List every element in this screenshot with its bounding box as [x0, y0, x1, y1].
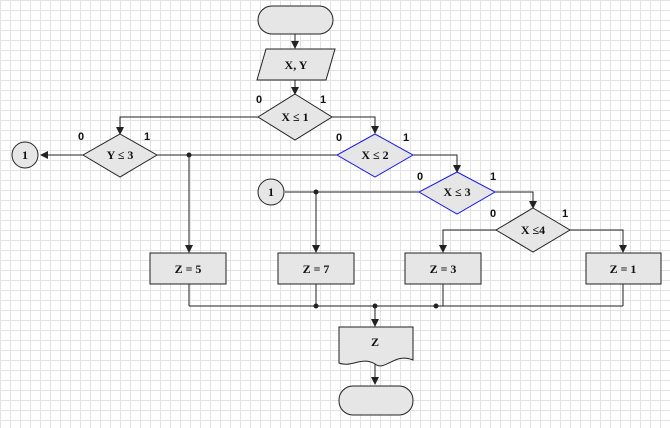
junction-dot [313, 303, 319, 309]
line-c4-yes [495, 191, 537, 209]
junction-dot [433, 303, 439, 309]
condition-x-le-4[interactable]: X ≤4 [495, 207, 571, 253]
process-z-1[interactable]: Z = 1 [585, 252, 662, 285]
process-z-5[interactable]: Z = 5 [149, 252, 227, 285]
end-terminator[interactable] [338, 385, 414, 416]
condition-label: X ≤4 [521, 223, 545, 237]
condition-x-le-1[interactable]: X ≤ 1 [257, 93, 333, 141]
condition-x-le-3[interactable]: X ≤ 3 [417, 171, 497, 215]
output-document[interactable]: Z [338, 326, 414, 367]
start-terminator[interactable] [257, 5, 334, 35]
process-label: Z = 3 [430, 262, 457, 276]
branch-label-no: 0 [490, 208, 496, 220]
branch-label-no: 0 [417, 171, 423, 183]
branch-label-no: 0 [256, 94, 262, 106]
junction-dot [372, 303, 378, 309]
input-label: X, Y [285, 58, 308, 72]
output-label: Z [371, 335, 379, 349]
process-label: Z = 5 [175, 262, 202, 276]
branch-labels: 0 1 0 1 0 1 0 1 0 1 [78, 94, 568, 220]
branch-label-no: 0 [78, 131, 84, 143]
junction-dots [186, 152, 439, 309]
branch-label-no: 0 [336, 132, 342, 144]
line-c1-no [116, 116, 258, 135]
branch-label-yes: 1 [490, 171, 496, 183]
connector-lines [40, 34, 627, 385]
branch-label-yes: 1 [562, 208, 568, 220]
line-c1-yes [332, 116, 379, 134]
connector-circle-left[interactable]: 1 [11, 141, 39, 169]
branch-label-yes: 1 [403, 132, 409, 144]
condition-label: Y ≤ 3 [107, 148, 134, 162]
condition-label: X ≤ 2 [361, 148, 388, 162]
junction-dot [186, 152, 192, 158]
condition-y-le-3[interactable]: Y ≤ 3 [82, 133, 158, 178]
line-c3-yes [413, 154, 461, 173]
condition-label: X ≤ 1 [281, 110, 308, 124]
process-z-7[interactable]: Z = 7 [277, 252, 355, 285]
branch-label-yes: 1 [144, 131, 150, 143]
input-block[interactable]: X, Y [256, 48, 336, 81]
branch-label-yes: 1 [320, 94, 326, 106]
line-c5-yes [570, 229, 627, 253]
connector-label: 1 [268, 185, 274, 199]
connector-circle-inner[interactable]: 1 [257, 178, 285, 206]
condition-x-le-2[interactable]: X ≤ 2 [335, 133, 415, 178]
junction-dot [313, 189, 319, 195]
process-label: Z = 1 [610, 262, 637, 276]
connector-label: 1 [22, 148, 28, 162]
process-z-3[interactable]: Z = 3 [404, 252, 482, 285]
condition-label: X ≤ 3 [443, 185, 470, 199]
line-c5-no [439, 229, 496, 253]
process-label: Z = 7 [303, 262, 330, 276]
